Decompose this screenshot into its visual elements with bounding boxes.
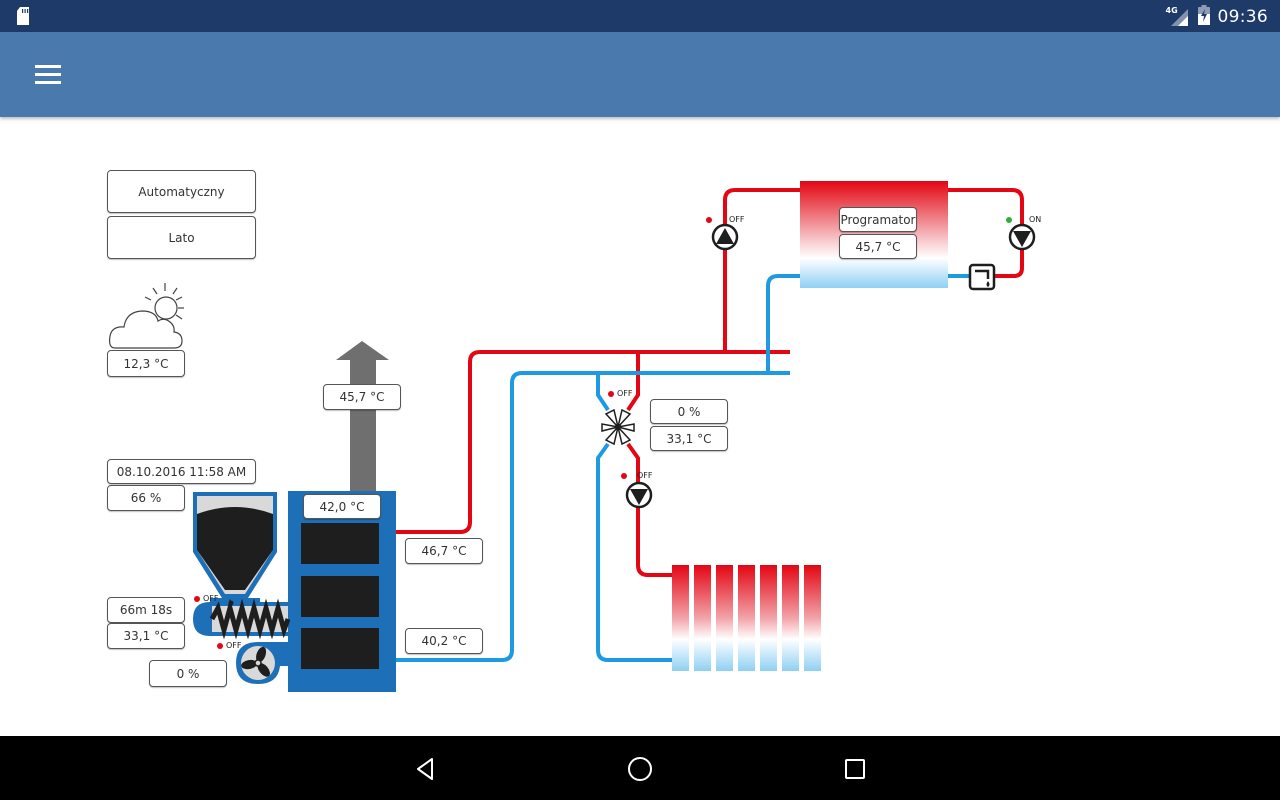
status-bar: 4G 09:36: [0, 0, 1280, 32]
mixer-pump-icon: [625, 481, 653, 509]
boiler-return-pipe: [396, 371, 790, 662]
status-dot: [194, 595, 200, 602]
loading-pump-icon: [711, 223, 739, 251]
home-icon[interactable]: [623, 752, 657, 786]
circulation-pump-icon: [1008, 223, 1036, 251]
outside-temp: 12,3 °C: [107, 350, 185, 377]
feeder-time: 66m 18s: [107, 597, 185, 623]
mixer-cold-pipe: [596, 373, 610, 412]
navigation-bar: [0, 736, 1280, 800]
fuel-hopper: [193, 492, 277, 606]
hamburger-menu-icon[interactable]: [30, 62, 66, 88]
tap-icon: [968, 263, 996, 291]
radiator: [672, 565, 821, 671]
fan-status-label: OFF: [226, 641, 242, 650]
boiler-temp: 42,0 °C: [303, 494, 381, 519]
programator-button[interactable]: Programator: [839, 207, 917, 232]
fan-power: 0 %: [149, 660, 227, 687]
partly-cloudy-icon: [108, 283, 184, 349]
clock: 09:36: [1217, 7, 1268, 27]
season-button[interactable]: Lato: [107, 216, 256, 259]
tank-supply-pipe: [723, 188, 800, 352]
boiler: [288, 491, 396, 692]
mixer-temp: 33,1 °C: [650, 426, 728, 451]
mixer-hot-pipe: [626, 352, 640, 412]
feeder-status: OFF: [194, 594, 219, 603]
valve-opening: 0 %: [650, 399, 728, 424]
diagram-graphics: [108, 181, 1036, 692]
circulation-pump-status-label: ON: [1029, 215, 1042, 224]
chimney: [336, 341, 389, 492]
mixing-valve-icon: [601, 408, 635, 446]
signal-4g-icon: 4G: [1165, 6, 1190, 27]
battery-charging-icon: [1197, 5, 1210, 29]
mixer-pump-status: OFF: [621, 471, 653, 480]
status-dot: [706, 216, 712, 223]
mixer-pump-status-label: OFF: [637, 471, 653, 480]
back-icon[interactable]: [408, 752, 442, 786]
return-temp: 40,2 °C: [405, 628, 483, 654]
recents-icon[interactable]: [838, 752, 872, 786]
feeder-screw: [193, 598, 291, 640]
fuel-level: 66 %: [107, 485, 185, 511]
datetime: 08.10.2016 11:58 AM: [107, 459, 256, 484]
feeder-temp: 33,1 °C: [107, 623, 185, 649]
loading-pump-status: OFF: [706, 215, 745, 224]
mode-button[interactable]: Automatyczny: [107, 170, 256, 213]
status-dot: [608, 390, 614, 397]
circulation-pump-status: ON: [1006, 215, 1041, 224]
network-type: 4G: [1165, 6, 1178, 15]
feeder-status-label: OFF: [203, 594, 219, 603]
supply-temp: 46,7 °C: [405, 538, 483, 564]
sd-card-icon: [16, 7, 30, 29]
app-bar: [0, 32, 1280, 117]
chimney-temp: 45,7 °C: [323, 384, 401, 410]
radiator-return-pipe: [596, 442, 672, 662]
fan: [236, 642, 290, 684]
valve-status: OFF: [608, 389, 633, 398]
status-dot: [217, 642, 223, 649]
status-dot: [621, 472, 627, 479]
boiler-supply-pipe: [396, 350, 790, 534]
cold-pipes: [396, 274, 970, 662]
valve-status-label: OFF: [617, 389, 633, 398]
fan-status: OFF: [217, 641, 242, 650]
tank-cold-pipe: [766, 274, 800, 373]
radiator-supply-pipe: [626, 442, 672, 577]
loading-pump-status-label: OFF: [729, 215, 745, 224]
status-dot: [1006, 216, 1012, 223]
hot-pipes: [396, 188, 1024, 577]
heating-diagram: Automatyczny Lato 12,3 °C 45,7 °C 42,0 °…: [0, 118, 1280, 736]
tank-temp: 45,7 °C: [839, 234, 917, 259]
